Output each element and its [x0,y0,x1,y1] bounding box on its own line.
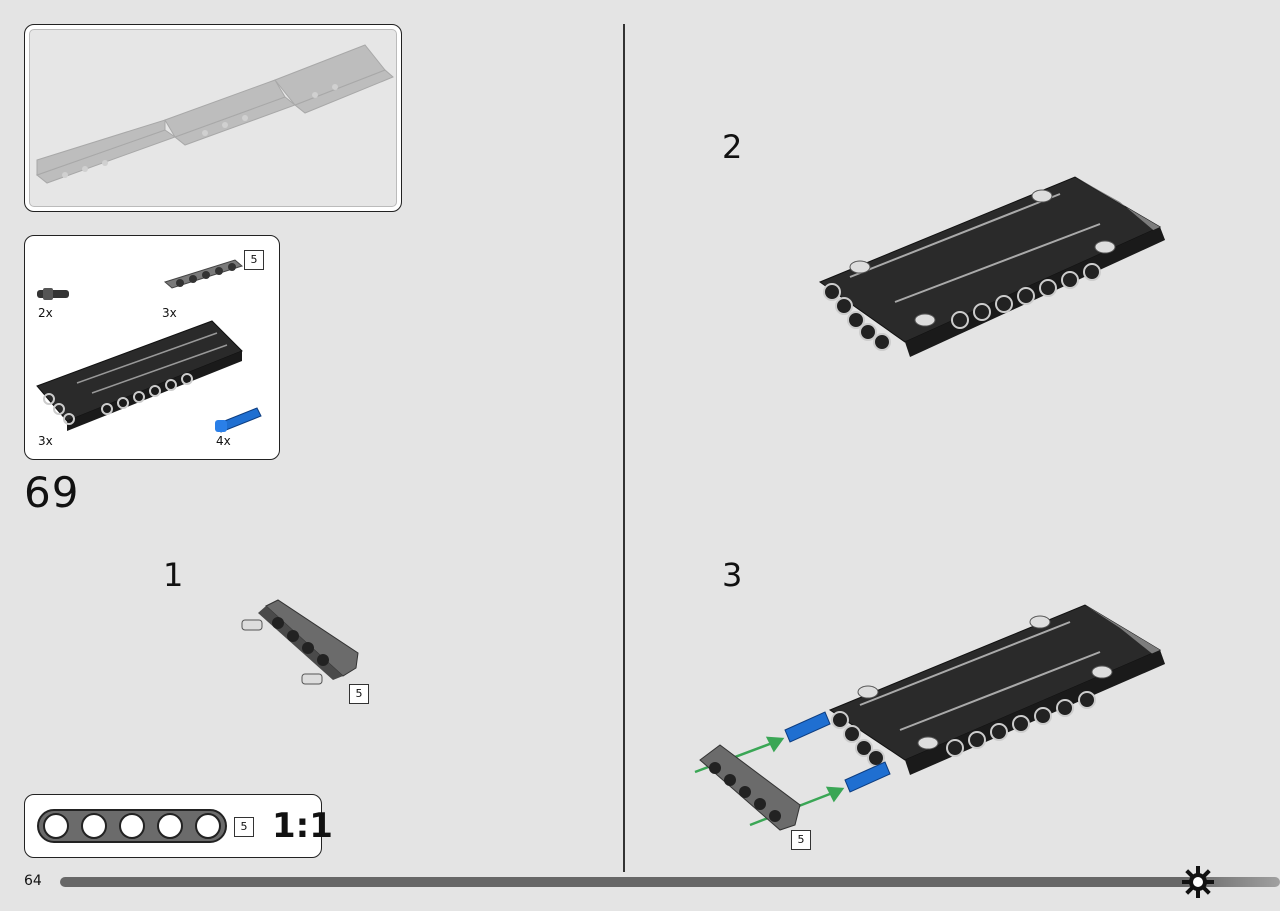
blue-pin-illustration [215,407,262,433]
progress-bar [60,877,1280,887]
substep-3-illustration [694,604,1165,831]
blue-pins [784,711,891,793]
overview-panel [24,24,402,212]
scale-panel [24,794,322,858]
page-number: 64 [24,873,42,889]
parts-qty-black-panel: 3x [38,434,53,448]
scale-beam-illustration [37,809,227,843]
parts-list-panel: 2x 5 3x 3x 4x [24,235,280,460]
scale-length-label: 5 [234,817,254,837]
substep-2-number: 2 [722,128,743,166]
substep-1-callout: 5 [349,684,369,704]
parts-qty-blue-pin: 4x [216,434,231,448]
page-divider [623,24,625,872]
substep-1-illustration [241,599,359,685]
black-panel-illustration [36,320,243,431]
beam-5-illustration [163,259,244,289]
substep-3-callout: 5 [791,830,811,850]
main-step-number: 69 [24,468,80,517]
gear-icon [1182,866,1214,898]
substep-1-number: 1 [163,556,184,594]
parts-qty-beam: 3x [162,306,177,320]
substep-2-illustration [818,176,1165,357]
axle-connector-illustration [37,288,69,300]
scale-ratio: 1:1 [272,806,333,846]
parts-qty-axle-connector: 2x [38,306,53,320]
beam-length-label: 5 [244,250,264,270]
substep-3-number: 3 [722,556,743,594]
overview-model-illustration [35,44,394,184]
